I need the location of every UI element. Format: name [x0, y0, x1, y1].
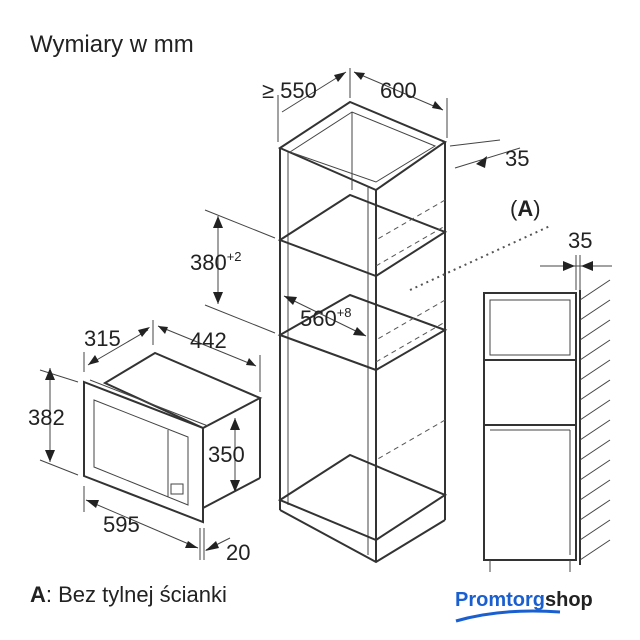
side-gap-label-2: 35 [568, 228, 592, 253]
microwave-appliance [83, 351, 263, 524]
side-view-label: (A) [510, 196, 541, 221]
appliance-height-label: 382 [28, 405, 65, 430]
niche-width-label: 560+8 [300, 305, 352, 331]
promtorgshop-logo: Promtorgshop [455, 589, 593, 623]
tall-cabinet [277, 100, 448, 564]
logo-swoosh [455, 609, 561, 623]
diagram-title: Wymiary w mm [30, 31, 194, 58]
frame-thickness-label: 20 [226, 540, 250, 565]
niche-height-label: 380+2 [190, 249, 242, 275]
side-view-section [483, 279, 611, 572]
appliance-width-label: 595 [103, 512, 140, 537]
cabinet-depth-label: ≥ 550 [262, 78, 317, 103]
appliance-back-width-label: 442 [190, 328, 227, 353]
footnote: A: Bez tylnej ścianki [30, 582, 227, 607]
cabinet-width-label: 600 [380, 78, 417, 103]
side-gap-label: 35 [505, 146, 529, 171]
logo-text: Promtorgshop [455, 589, 593, 611]
appliance-inner-height-label: 350 [208, 442, 245, 467]
appliance-depth-label: 315 [84, 326, 121, 351]
